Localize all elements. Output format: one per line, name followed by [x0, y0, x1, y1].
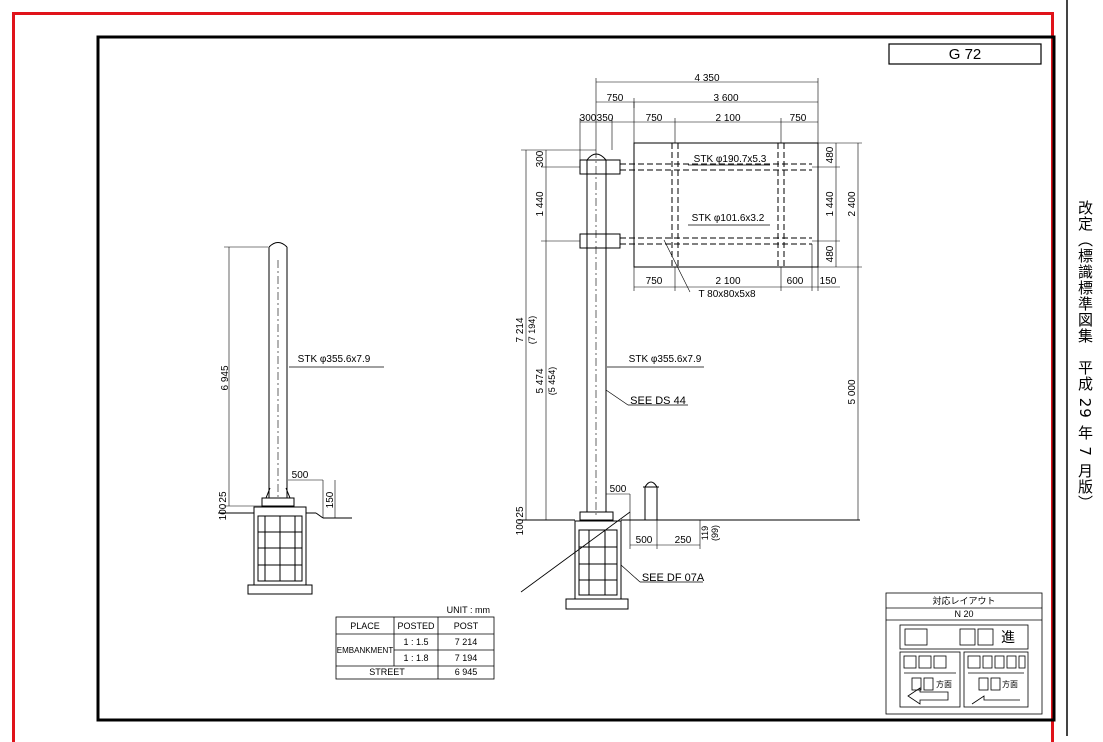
right-offset: 500 [610, 484, 627, 495]
right-base1: 100 [515, 518, 526, 535]
height-total-alt: (7 194) [527, 316, 537, 345]
lower-arm-pipe: STK φ101.6x3.2 [692, 213, 765, 224]
dim-top-b: 350 [597, 113, 614, 124]
left-base1-label: 100 [218, 503, 229, 520]
right-post-pipe: STK φ355.6x7.9 [629, 354, 702, 365]
dim-left-top: 300 [535, 150, 546, 167]
right-base2: 25 [515, 506, 526, 518]
height-post-alt: (5 454) [547, 367, 557, 396]
table-embankment: EMBANKMENT [337, 646, 394, 655]
height-post: 5 474 [535, 368, 546, 393]
dim-bottom-b: 2 100 [715, 276, 740, 287]
left-depth-label: 150 [325, 491, 336, 508]
sheet-code: G 72 [949, 46, 982, 63]
layout-direction-left: 方面 [936, 679, 952, 689]
table-row2-posted: 1 : 1.8 [403, 653, 428, 663]
side-title-bar [1066, 0, 1103, 736]
dim-top-left: 750 [607, 93, 624, 104]
dim-top-c: 750 [646, 113, 663, 124]
dim-right-bot: 480 [825, 245, 836, 262]
table-row1-posted: 1 : 1.5 [403, 637, 428, 647]
table-row2-post: 7 194 [455, 653, 478, 663]
inner-frame [96, 35, 1056, 722]
dim-top-e: 750 [790, 113, 807, 124]
left-pipe-label: STK φ355.6x7.9 [298, 354, 371, 365]
table-header-place: PLACE [350, 621, 380, 631]
ground-c-alt: (99) [710, 525, 720, 541]
layout-box [885, 592, 1043, 715]
dim-clearance: 5 000 [847, 379, 858, 404]
ground-b: 250 [675, 535, 692, 546]
ground-c: 119 [700, 526, 710, 540]
layout-sign-text: 進 [1001, 629, 1015, 645]
dim-top-d: 2 100 [715, 113, 740, 124]
table-header-post: POST [454, 621, 479, 631]
dim-top-span: 3 600 [713, 93, 738, 104]
layout-title: 対応レイアウト [932, 595, 995, 606]
table-street-post: 6 945 [455, 667, 478, 677]
layout-code: N 20 [954, 609, 973, 619]
dim-bottom-d: 150 [820, 276, 837, 287]
table-street: STREET [369, 667, 405, 677]
revision-note: 改定（標識標準図集 平成 29 年 7 月版） [1076, 200, 1094, 511]
dim-right-mid: 1 440 [825, 191, 836, 216]
right-post-drawing [518, 78, 862, 610]
sheet-code-box [888, 43, 1042, 65]
dim-left-mid: 1 440 [535, 191, 546, 216]
left-height-label: 6 945 [220, 365, 231, 390]
see-ds44: SEE DS 44 [630, 395, 686, 407]
layout-direction-right: 方面 [1002, 679, 1018, 689]
upper-arm-pipe: STK φ190.7x5.3 [694, 154, 767, 165]
dim-total-width: 4 350 [694, 73, 719, 84]
left-post-drawing [218, 242, 384, 595]
dim-bottom-a: 750 [646, 276, 663, 287]
table-row1-post: 7 214 [455, 637, 478, 647]
left-base2-label: 25 [218, 491, 229, 503]
dim-bottom-c: 600 [787, 276, 804, 287]
ground-a: 500 [636, 535, 653, 546]
dim-right-total: 2 400 [847, 191, 858, 216]
tee-label: T 80x80x5x8 [698, 289, 756, 300]
height-total: 7 214 [515, 317, 526, 342]
post-table [335, 616, 495, 680]
see-df07a: SEE DF 07A [642, 572, 705, 584]
table-header-posted: POSTED [397, 621, 435, 631]
left-offset-label: 500 [292, 470, 309, 481]
dim-right-top: 480 [825, 146, 836, 163]
unit-label: UNIT : mm [447, 605, 490, 615]
dim-top-a: 300 [580, 113, 597, 124]
